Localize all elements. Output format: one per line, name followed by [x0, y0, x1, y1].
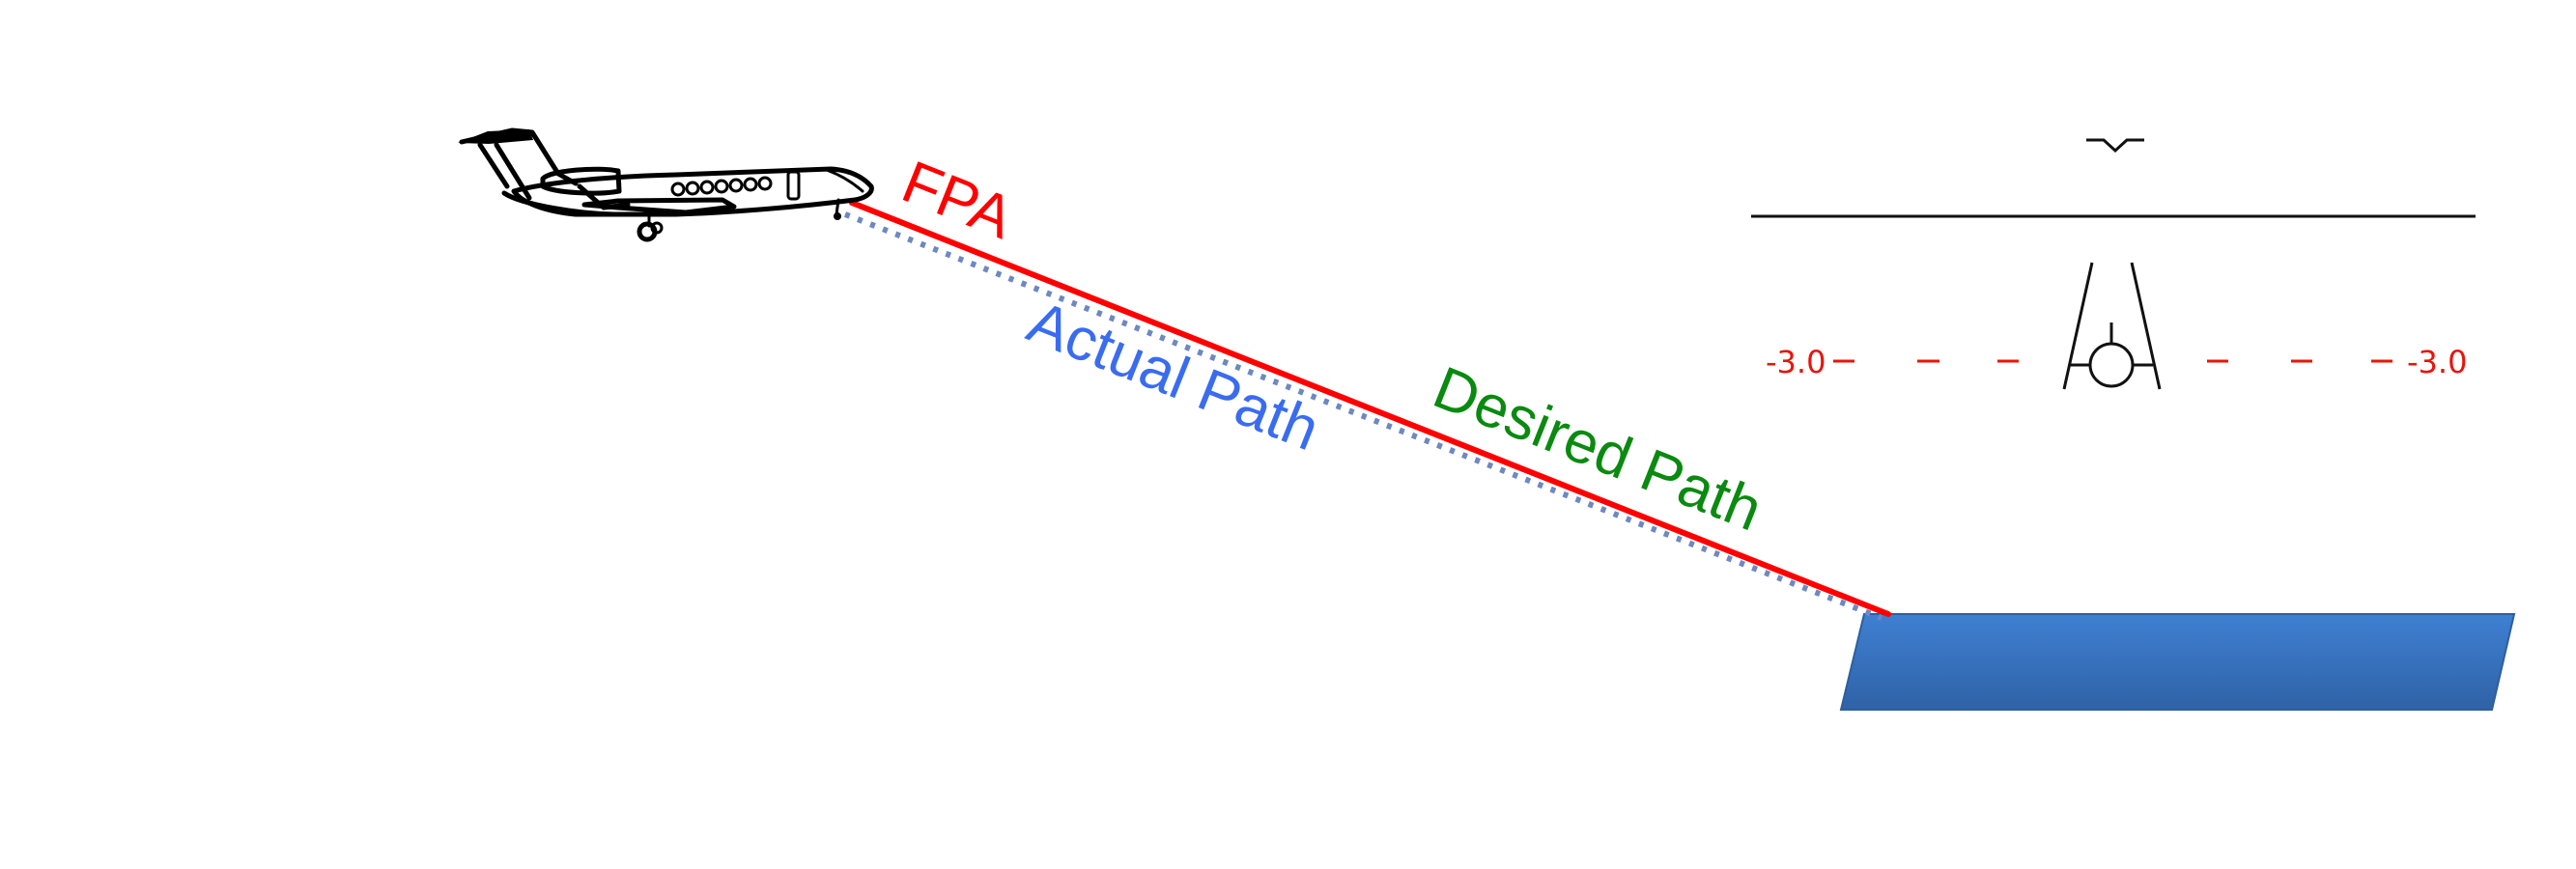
- pitch-display: -3.0 -3.0: [1751, 138, 2476, 390]
- runway: [1839, 613, 2516, 711]
- pitch-label-right: -3.0: [2407, 344, 2467, 380]
- pitch-label-left: -3.0: [1766, 344, 1826, 380]
- actual-path-line: [843, 211, 1883, 621]
- cabin-windows: [670, 176, 773, 197]
- fpa-label: FPA: [893, 149, 1023, 252]
- flight-path-vector-icon: [2086, 138, 2144, 154]
- business-jet-icon: [458, 127, 874, 242]
- fpa-line: [849, 200, 1891, 617]
- aircraft-reference-icon: [2062, 262, 2162, 390]
